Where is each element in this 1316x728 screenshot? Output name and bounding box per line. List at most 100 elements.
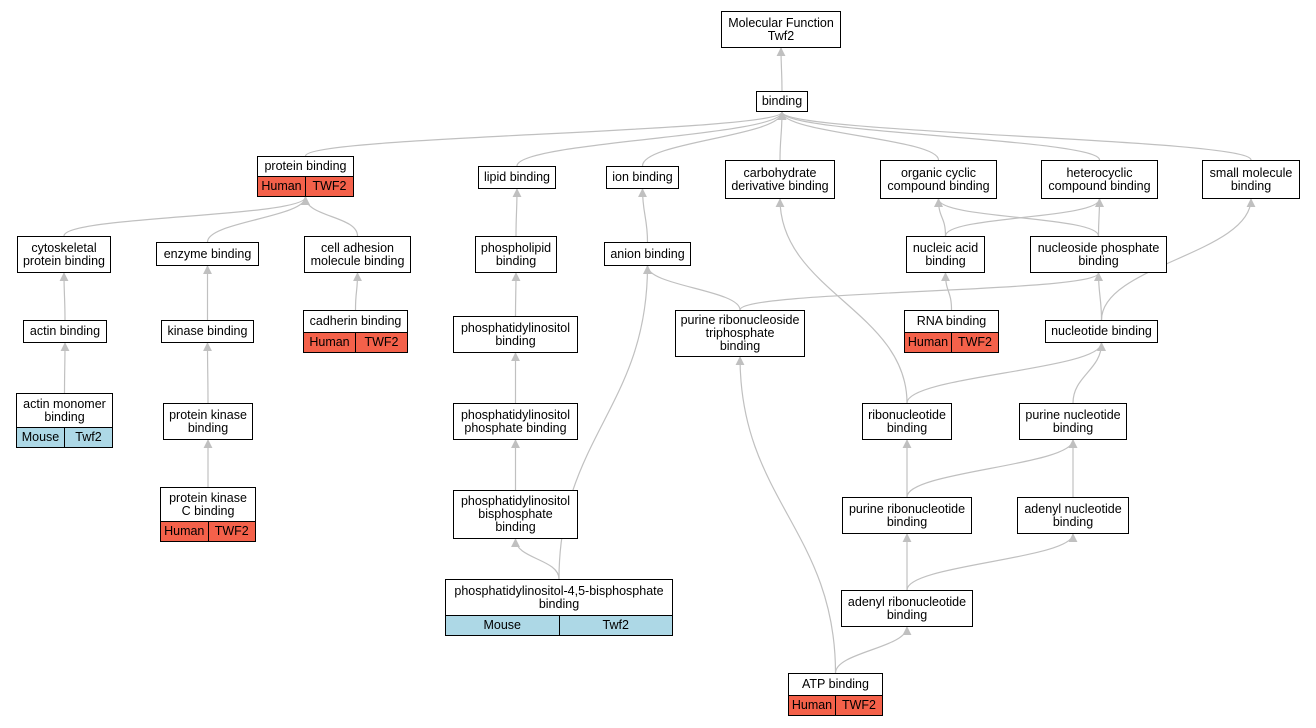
go-term-organic-cyclic-compound-binding[interactable]: organic cyclic compound binding <box>880 160 997 199</box>
term-label: cadherin binding <box>309 314 402 328</box>
go-term-phospholipid-binding[interactable]: phospholipid binding <box>475 236 557 273</box>
edge-ion-to-bind <box>641 111 787 167</box>
edge-cyto-to-prot <box>63 196 310 237</box>
edge-prot-to-bind <box>304 111 787 157</box>
edge-pnb-to-nuc <box>1072 342 1106 404</box>
edge-rnb-to-nuc <box>906 342 1106 404</box>
go-term-actin-binding[interactable]: actin binding <box>23 320 107 343</box>
edge-nuc-to-nsp <box>1094 272 1104 321</box>
term-label: binding <box>761 94 803 108</box>
edge-prb-to-pnb <box>906 439 1078 498</box>
gene-badge: Twf2 <box>558 616 673 635</box>
term-label: purine ribonucleotide binding <box>848 501 966 529</box>
species-badge: Mouse <box>21 430 60 444</box>
edge-nuc-to-sm <box>1100 198 1256 321</box>
term-label: protein kinase binding <box>169 407 247 435</box>
term-label: phosphatidylinositol-4,5-bisphosphate bi… <box>454 583 664 611</box>
species-badge: Mouse <box>483 618 522 632</box>
edge-atp-to-arb <box>834 626 912 674</box>
go-term-heterocyclic-compound-binding[interactable]: heterocyclic compound binding <box>1041 160 1158 199</box>
edge-enz-to-prot <box>206 196 310 243</box>
go-term-lipid-binding[interactable]: lipid binding <box>478 166 556 189</box>
term-label: phosphatidylinositol binding <box>460 320 571 348</box>
term-label: protein kinase C binding <box>169 490 247 518</box>
term-label: actin binding <box>29 324 101 338</box>
go-term-phosphatidylinositol-4-5-bisphosphate-binding[interactable]: phosphatidylinositol-4,5-bisphosphate bi… <box>445 579 673 636</box>
edge-rnb-to-carb <box>775 198 908 404</box>
term-label: cytoskeletal protein binding <box>22 240 105 268</box>
go-term-adenyl-nucleotide-binding[interactable]: adenyl nucleotide binding <box>1017 497 1129 534</box>
term-label: actin monomer binding <box>23 396 106 424</box>
term-label: adenyl nucleotide binding <box>1024 501 1122 529</box>
term-label: nucleic acid binding <box>912 240 979 268</box>
go-term-anion-binding[interactable]: anion binding <box>604 242 691 266</box>
term-label: organic cyclic compound binding <box>887 165 990 193</box>
term-label: phosphatidylinositol bisphosphate bindin… <box>460 494 571 534</box>
term-label: phospholipid binding <box>480 240 552 268</box>
edge-nsp-to-occ <box>934 198 1100 237</box>
go-term-cell-adhesion-molecule-binding[interactable]: cell adhesion molecule binding <box>304 236 411 273</box>
go-term-ribonucleotide-binding[interactable]: ribonucleotide binding <box>862 403 952 440</box>
edge-amb-to-actin <box>60 342 70 394</box>
edge-cad-to-cam <box>352 272 362 311</box>
go-term-purine-ribonucleotide-binding[interactable]: purine ribonucleotide binding <box>842 497 972 534</box>
edge-rna-to-na <box>941 272 953 311</box>
go-term-nucleotide-binding[interactable]: nucleotide binding <box>1045 320 1158 343</box>
term-label: phosphatidylinositol phosphate binding <box>460 407 571 435</box>
gene-badge: TWF2 <box>951 333 998 352</box>
go-term-adenyl-ribonucleotide-binding[interactable]: adenyl ribonucleotide binding <box>841 590 973 627</box>
edge-pi-to-pl <box>511 272 521 317</box>
edge-prnt-to-anion <box>643 265 741 311</box>
edge-pkb-to-kin <box>203 342 213 404</box>
gene-badge: TWF2 <box>305 177 353 196</box>
term-label: heterocyclic compound binding <box>1048 165 1151 193</box>
go-term-carbohydrate-derivative-binding[interactable]: carbohydrate derivative binding <box>725 160 835 199</box>
go-term-ion-binding[interactable]: ion binding <box>606 166 679 189</box>
go-term-molecular-function-twf2[interactable]: Molecular Function Twf2 <box>721 11 841 48</box>
go-term-cytoskeletal-protein-binding[interactable]: cytoskeletal protein binding <box>17 236 111 273</box>
go-term-purine-nucleotide-binding[interactable]: purine nucleotide binding <box>1019 403 1127 440</box>
go-term-nucleoside-phosphate-binding[interactable]: nucleoside phosphate binding <box>1030 236 1167 273</box>
term-label: nucleoside phosphate binding <box>1037 240 1160 268</box>
species-badge: Human <box>261 179 302 193</box>
term-label: carbohydrate derivative binding <box>731 165 829 193</box>
gene-badge: TWF2 <box>207 522 256 541</box>
term-label: ATP binding <box>802 677 869 691</box>
go-term-phosphatidylinositol-binding[interactable]: phosphatidylinositol binding <box>453 316 578 353</box>
edge-nsp-to-hcc <box>1094 198 1104 237</box>
go-term-phosphatidylinositol-phosphate-binding[interactable]: phosphatidylinositol phosphate binding <box>453 403 578 440</box>
go-term-protein-kinase-binding[interactable]: protein kinase binding <box>163 403 253 440</box>
edge-lipid-to-bind <box>516 111 787 167</box>
term-label: anion binding <box>610 246 685 261</box>
term-label: purine nucleotide binding <box>1025 407 1121 435</box>
go-term-binding[interactable]: binding <box>756 91 808 112</box>
term-label: purine ribonucleoside triphosphate bindi… <box>680 313 800 353</box>
species-badge: Human <box>791 698 833 712</box>
go-term-small-molecule-binding[interactable]: small molecule binding <box>1202 160 1300 199</box>
gene-badge: TWF2 <box>835 696 882 715</box>
go-term-nucleic-acid-binding[interactable]: nucleic acid binding <box>906 236 985 273</box>
edge-atp-to-prnt <box>735 356 837 674</box>
term-label: nucleotide binding <box>1051 324 1152 338</box>
annotation-row: Mouse Twf2 <box>446 615 672 635</box>
go-term-purine-ribonucleoside-triphosphate-binding[interactable]: purine ribonucleoside triphosphate bindi… <box>675 310 805 357</box>
go-term-kinase-binding[interactable]: kinase binding <box>161 320 254 343</box>
go-term-phosphatidylinositol-bisphosphate-binding[interactable]: phosphatidylinositol bisphosphate bindin… <box>453 490 578 539</box>
edge-cam-to-prot <box>301 196 359 237</box>
species-badge: Human <box>309 335 350 349</box>
go-term-enzyme-binding[interactable]: enzyme binding <box>156 242 259 266</box>
term-label: cell adhesion molecule binding <box>310 240 405 268</box>
term-label: adenyl ribonucleotide binding <box>847 594 967 622</box>
edge-anion-to-ion <box>638 188 649 243</box>
